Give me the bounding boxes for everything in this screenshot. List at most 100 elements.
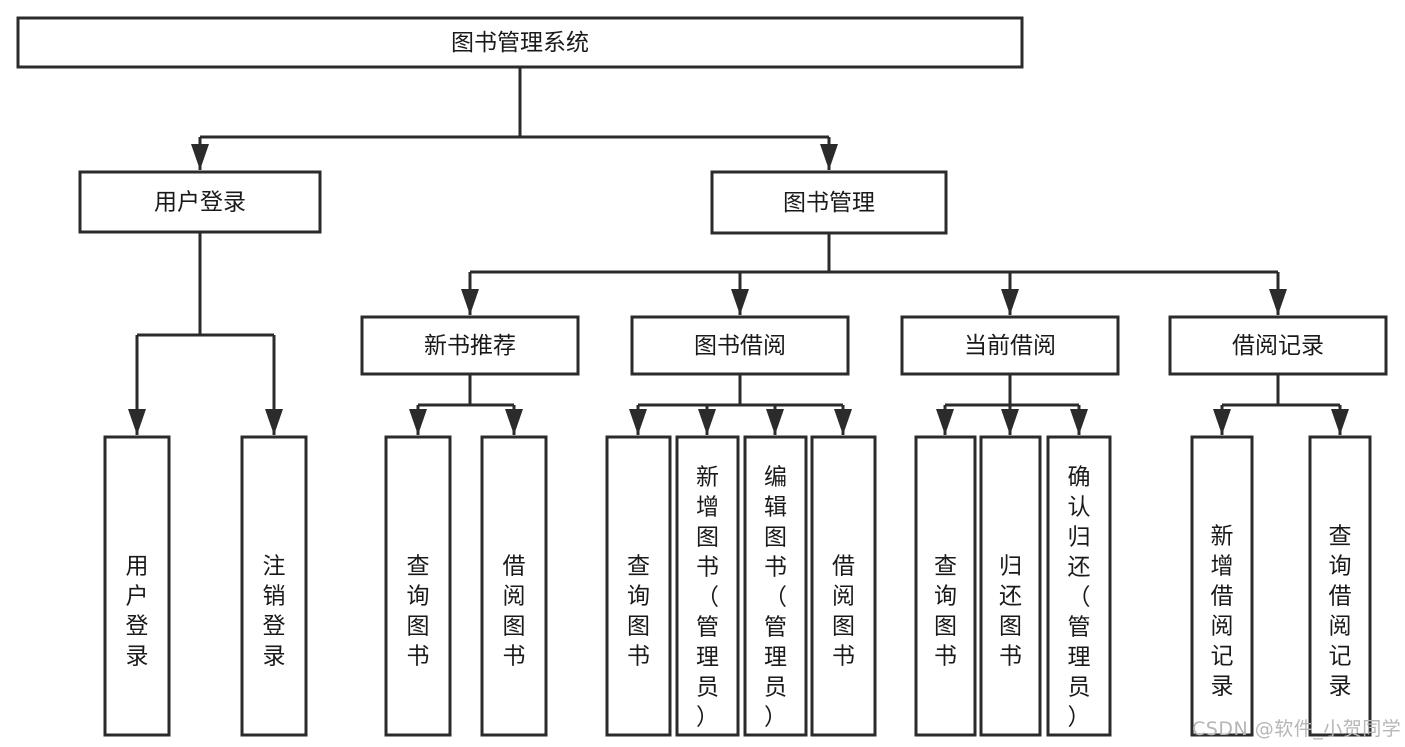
arrow-head-icon	[505, 409, 523, 435]
svg-text:增: 增	[696, 495, 719, 521]
user-login-label: 用户登录	[154, 190, 246, 216]
svg-text:归: 归	[999, 554, 1022, 580]
svg-text:图: 图	[407, 614, 430, 640]
svg-text:编: 编	[764, 465, 787, 491]
book-borrow-box[interactable]	[630, 315, 850, 376]
system-title-label: 图书管理系统	[451, 30, 589, 56]
svg-text:认: 认	[1068, 495, 1091, 521]
leaf-query-book-1-box[interactable]	[384, 435, 452, 737]
svg-text:借: 借	[1211, 584, 1234, 610]
leaf-return-book-box[interactable]	[979, 435, 1042, 737]
new-book-recommend-box[interactable]	[360, 315, 580, 376]
arrow-head-icon	[698, 409, 716, 435]
arrow-head-icon	[1001, 409, 1019, 435]
svg-text:管: 管	[696, 615, 719, 641]
leaf-user-login-label: 用户登录	[126, 554, 149, 670]
svg-text:销: 销	[263, 584, 286, 610]
connector-layer	[128, 67, 1349, 435]
svg-text:询: 询	[934, 584, 957, 610]
user-login-box[interactable]	[78, 170, 322, 234]
svg-text:图: 图	[627, 614, 650, 640]
svg-text:询: 询	[1329, 554, 1352, 580]
svg-text:员: 员	[696, 675, 719, 701]
node-layer: 图书管理系统用户登录图书管理新书推荐图书借阅当前借阅借阅记录用户登录注销登录查询…	[16, 16, 1388, 737]
svg-text:查: 查	[1329, 524, 1352, 550]
svg-text:归: 归	[1068, 525, 1091, 551]
borrow-record-box[interactable]	[1168, 315, 1388, 376]
leaf-borrow-book-1-box[interactable]	[480, 435, 548, 737]
svg-text:）: ）	[764, 705, 787, 731]
leaf-user-login-box[interactable]	[103, 435, 171, 737]
svg-text:询: 询	[407, 584, 430, 610]
svg-text:书: 书	[764, 555, 787, 581]
leaf-logout-box[interactable]	[240, 435, 308, 737]
svg-text:还: 还	[999, 584, 1022, 610]
arrow-head-icon	[731, 289, 749, 315]
svg-text:用: 用	[126, 554, 149, 580]
svg-text:记: 记	[1329, 644, 1352, 670]
borrow-record-label: 借阅记录	[1232, 333, 1324, 359]
svg-text:理: 理	[1068, 645, 1091, 671]
leaf-query-record-box[interactable]	[1308, 435, 1372, 737]
svg-text:图: 图	[503, 614, 526, 640]
leaf-query-book-3-box[interactable]	[914, 435, 977, 737]
leaf-add-book-box[interactable]	[675, 435, 740, 737]
arrow-head-icon	[1269, 289, 1287, 315]
svg-text:借: 借	[832, 554, 855, 580]
book-borrow-label: 图书借阅	[694, 333, 786, 359]
leaf-confirm-return-box[interactable]	[1046, 435, 1112, 737]
leaf-add-record-box[interactable]	[1190, 435, 1254, 737]
svg-text:查: 查	[934, 554, 957, 580]
svg-text:员: 员	[764, 675, 787, 701]
svg-text:书: 书	[934, 644, 957, 670]
svg-text:增: 增	[1211, 554, 1234, 580]
arrow-head-icon	[461, 289, 479, 315]
arrow-head-icon	[834, 409, 852, 435]
leaf-borrow-book-2-box[interactable]	[810, 435, 877, 737]
svg-text:书: 书	[832, 644, 855, 670]
svg-text:阅: 阅	[1329, 614, 1352, 640]
svg-text:阅: 阅	[1211, 614, 1234, 640]
svg-text:确: 确	[1068, 465, 1091, 491]
svg-text:书: 书	[999, 644, 1022, 670]
book-management-label: 图书管理	[783, 190, 875, 216]
svg-text:查: 查	[627, 554, 650, 580]
svg-text:（: （	[696, 585, 719, 611]
svg-text:借: 借	[503, 554, 526, 580]
svg-text:管: 管	[1068, 615, 1091, 641]
svg-text:）: ）	[1068, 705, 1091, 731]
svg-text:图: 图	[832, 614, 855, 640]
svg-text:书: 书	[407, 644, 430, 670]
svg-text:查: 查	[407, 554, 430, 580]
current-borrow-label: 当前借阅	[964, 333, 1056, 359]
svg-text:户: 户	[126, 584, 149, 610]
svg-text:管: 管	[764, 615, 787, 641]
svg-text:登: 登	[263, 614, 286, 640]
leaf-edit-book-box[interactable]	[743, 435, 808, 737]
svg-text:新: 新	[696, 465, 719, 491]
arrow-head-icon	[1331, 409, 1349, 435]
system-title-box[interactable]	[16, 16, 1024, 69]
svg-text:录: 录	[1211, 674, 1234, 700]
arrow-head-icon	[265, 409, 283, 435]
svg-text:员: 员	[1068, 675, 1091, 701]
svg-text:）: ）	[696, 705, 719, 731]
arrow-head-icon	[1070, 409, 1088, 435]
svg-text:书: 书	[627, 644, 650, 670]
book-management-box[interactable]	[710, 170, 948, 235]
svg-text:阅: 阅	[503, 584, 526, 610]
svg-text:图: 图	[999, 614, 1022, 640]
arrow-head-icon	[629, 409, 647, 435]
leaf-query-book-2-box[interactable]	[605, 435, 672, 737]
csdn-watermark: CSDN @软件_小贺同学	[1192, 718, 1402, 740]
current-borrow-box[interactable]	[900, 315, 1120, 376]
arrow-head-icon	[128, 409, 146, 435]
